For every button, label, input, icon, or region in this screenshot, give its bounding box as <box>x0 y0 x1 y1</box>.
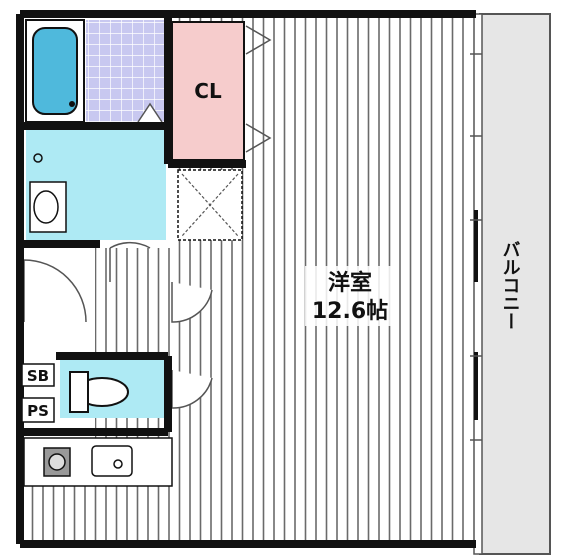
sb-tag <box>21 363 55 387</box>
balcony-label: バルコニー <box>500 240 521 330</box>
tub-drain-icon <box>69 101 75 107</box>
washer-cross-icon <box>181 173 239 237</box>
washbasin-bowl-icon <box>33 190 59 224</box>
floor-drain-icon <box>33 153 43 163</box>
ps-tag-text: PS <box>27 402 49 420</box>
entry-door-icon <box>23 259 87 323</box>
sink-icon <box>91 445 133 477</box>
closet <box>171 21 245 161</box>
closet-door-icon <box>245 25 272 153</box>
bathroom-tile <box>86 20 166 122</box>
kitchen-floor <box>24 485 172 540</box>
closet-label: CL <box>194 79 222 103</box>
sb-tag-text: SB <box>27 367 49 385</box>
sink-drain-icon <box>113 459 123 469</box>
room-size: 12.6帖 <box>312 299 388 324</box>
washroom-door-icon <box>109 241 151 282</box>
balcony-area <box>479 13 551 555</box>
room-label-backdrop <box>305 266 395 326</box>
room-name: 洋室 <box>328 270 372 296</box>
bathtub-basin <box>32 27 78 115</box>
burner-icon <box>48 453 66 471</box>
balcony-ticks <box>470 53 482 441</box>
walls <box>16 10 476 548</box>
bath-door-icon <box>137 102 163 123</box>
ps-tag <box>21 397 55 423</box>
toilet-door-icon <box>171 370 213 409</box>
room-door-icon <box>171 282 213 323</box>
balcony-rail <box>473 13 483 555</box>
toilet-tank-icon <box>69 371 89 413</box>
